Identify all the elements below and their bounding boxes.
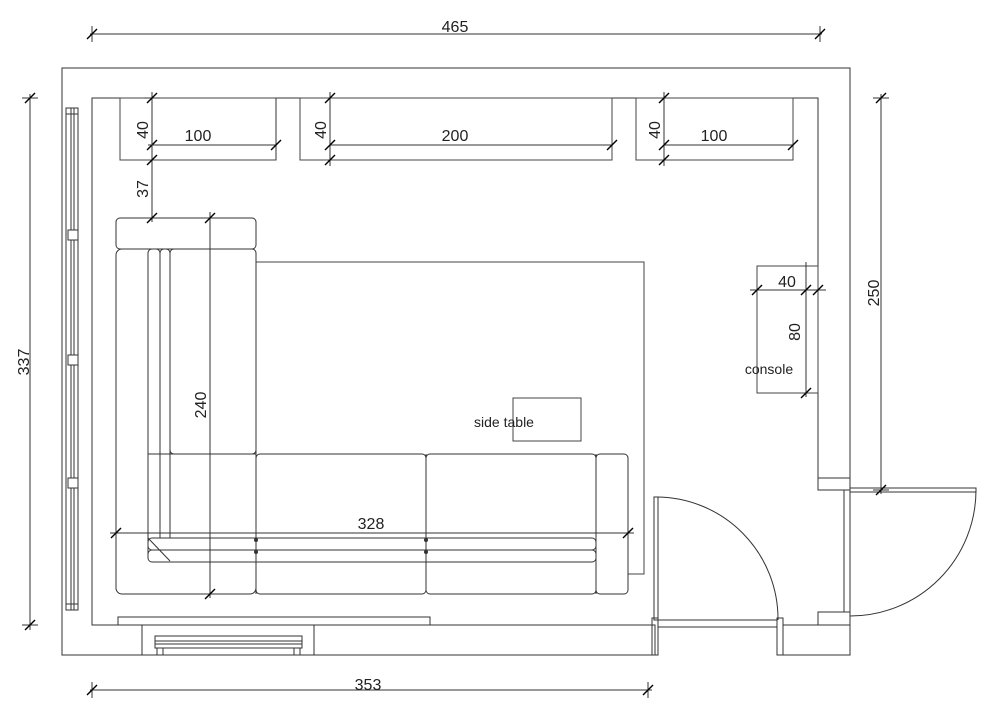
door-inner: [651, 496, 784, 656]
dim-cabinet-right-depth: 40: [647, 121, 664, 139]
sofa: [115, 217, 629, 595]
cabinet-right: [635, 97, 794, 161]
cabinet-middle: [299, 97, 613, 161]
console: [756, 265, 819, 394]
window-bottom: [117, 616, 431, 656]
door-outer: [849, 487, 977, 617]
dim-console-length: 80: [787, 323, 804, 341]
dim-cabinet-left-depth: 40: [135, 121, 152, 139]
dimension-lines: [22, 26, 889, 698]
dim-cabinet-mid-depth: 40: [313, 121, 330, 139]
dim-cabinet-gap: 37: [135, 180, 152, 198]
dim-sofa-width: 328: [358, 516, 385, 533]
dim-cabinet-mid-width: 200: [442, 128, 469, 145]
side-table: [512, 397, 582, 442]
dim-room-depth: 337: [16, 349, 33, 376]
dim-bottom-width: 353: [355, 677, 382, 694]
dim-cabinet-left-width: 100: [185, 128, 212, 145]
dim-cabinet-right-width: 100: [701, 128, 728, 145]
console-label: console: [745, 361, 793, 377]
dim-room-width: 465: [442, 19, 469, 36]
dim-right-wall: 250: [866, 280, 883, 307]
window-left: [65, 107, 79, 611]
side-table-label: side table: [474, 414, 534, 430]
dim-console-depth: 40: [778, 274, 796, 291]
walls: [61, 67, 851, 656]
dim-sofa-depth: 240: [193, 392, 210, 419]
cabinet-left: [119, 97, 277, 161]
